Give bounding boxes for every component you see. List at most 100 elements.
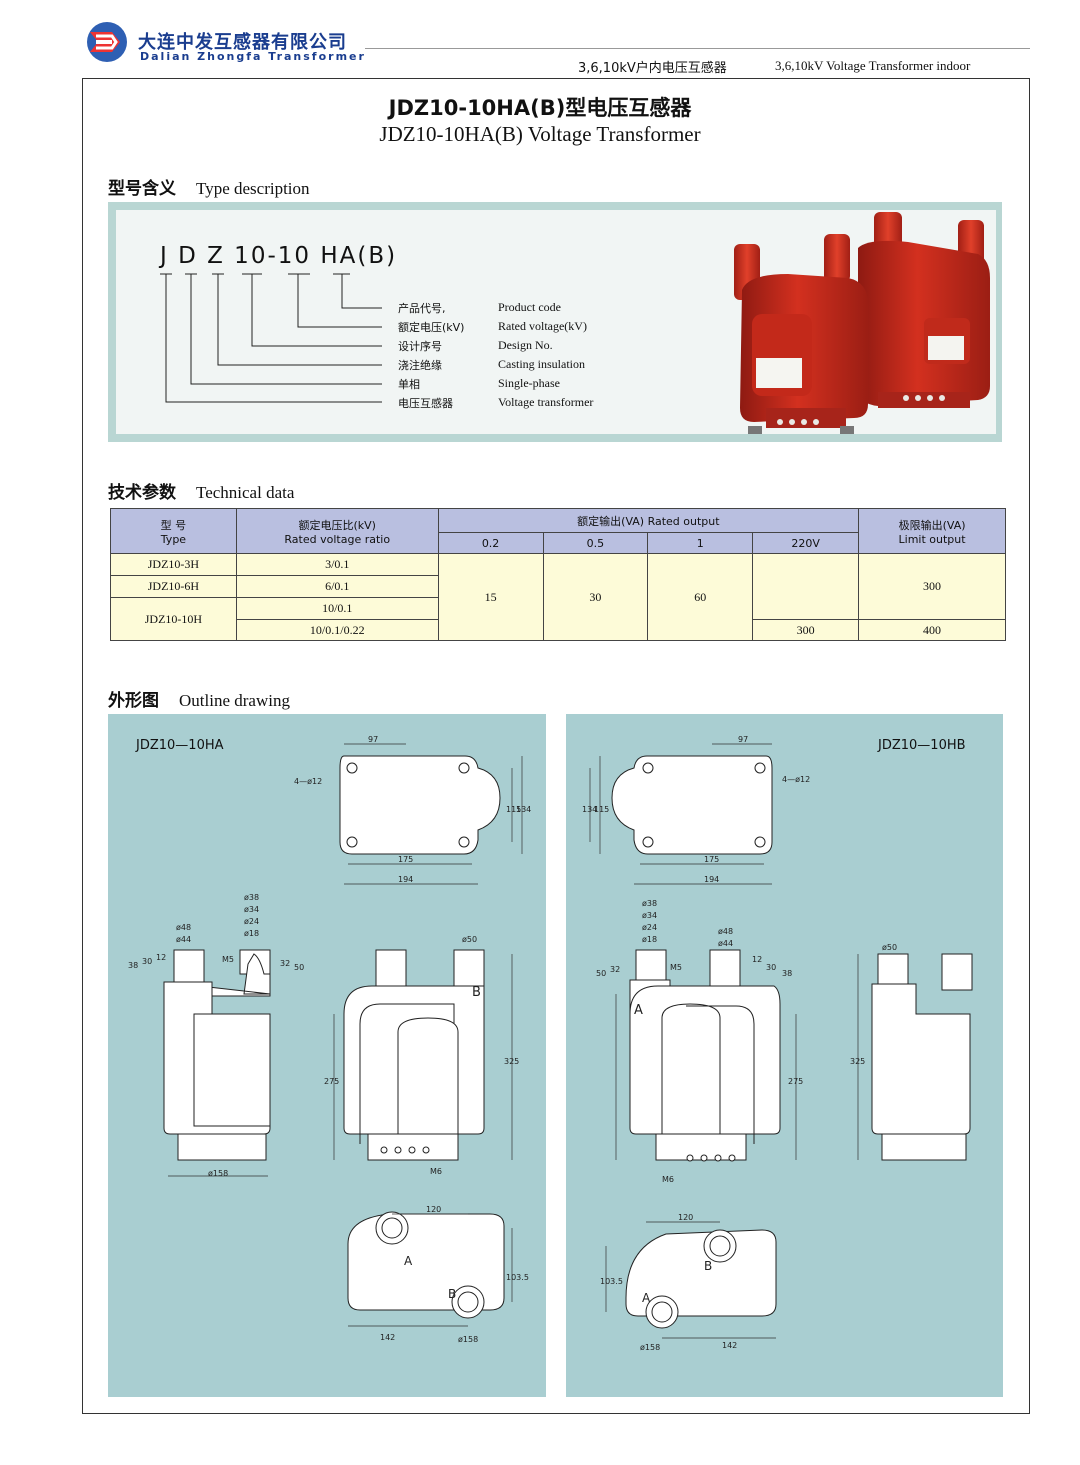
company-logo-icon [87, 22, 127, 62]
dim-115: 115 [506, 805, 521, 814]
section-technical-data: 技术参数 Technical data [108, 478, 294, 503]
table-row: 10/0.1/0.22 300 400 [111, 619, 1006, 641]
label-a: A [634, 1003, 643, 1018]
type-item-casting-insulation: 浇注绝缘 Casting insulation [398, 357, 585, 372]
type-description-list: 产品代号, Product code 额定电压(kV) Rated voltag… [398, 300, 658, 414]
dim-h30: 30 [142, 957, 152, 966]
dim-h38: 38 [782, 969, 792, 978]
dim-d44: ø44 [718, 939, 733, 948]
cell-limit-output-last: 400 [858, 619, 1006, 641]
outline-drawing-hb: 97 4—ø12 175 194 134 115 ø38 ø34 ø24 ø18… [582, 735, 973, 1352]
dim-d18: ø18 [642, 935, 657, 944]
dim-holes: 4—ø12 [782, 775, 810, 784]
dim-97: 97 [738, 735, 748, 744]
cell-output-220v: 300 [752, 619, 860, 641]
dim-h32: 32 [280, 959, 290, 968]
table-row: JDZ10-10H 10/0.1 [110, 597, 1006, 641]
dim-275: 275 [324, 1077, 339, 1086]
dim-d50: ø50 [882, 943, 897, 952]
dim-d24: ø24 [642, 923, 657, 932]
label-b-bottom: B [448, 1287, 456, 1301]
label-b: B [472, 985, 481, 1000]
dim-m5: M5 [222, 955, 234, 964]
header-class-1: 1 [647, 532, 754, 554]
cell-type: JDZ10-6H [110, 575, 237, 598]
header-ratio: 额定电压比(kV)Rated voltage ratio [235, 508, 439, 554]
dim-d48: ø48 [718, 927, 733, 936]
dim-m6: M6 [430, 1167, 442, 1176]
page-title-en: JDZ10-10HA(B) Voltage Transformer [379, 122, 701, 146]
type-item-design-no: 设计序号 Design No. [398, 338, 553, 353]
dim-d34: ø34 [244, 905, 259, 914]
dim-d50: ø50 [462, 935, 477, 944]
dim-d38: ø38 [244, 893, 259, 902]
dim-d44: ø44 [176, 935, 191, 944]
cell-output-1: 60 [647, 553, 754, 641]
dim-h50: 50 [596, 969, 606, 978]
header-limit-output: 极限输出(VA)Limit output [858, 508, 1006, 554]
dim-142: 142 [722, 1341, 737, 1350]
dim-h30: 30 [766, 963, 776, 972]
cell-ratio: 3/0.1 [235, 553, 439, 576]
cell-ratio: 10/0.1/0.22 [235, 619, 439, 641]
header-class-0-2: 0.2 [437, 532, 544, 554]
category-cn: 3,6,10kV户内电压互感器 [578, 61, 727, 76]
company-name-cn: 大连中发互感器有限公司 [138, 32, 347, 53]
section-heading-en: Technical data [196, 483, 295, 502]
product-photo-image [734, 212, 990, 434]
dim-d158-bottom: ø158 [458, 1335, 478, 1344]
dim-194: 194 [704, 875, 719, 884]
dim-d48: ø48 [176, 923, 191, 932]
label-a: A [404, 1254, 413, 1268]
cell-output-0-5: 30 [542, 553, 649, 641]
dim-d24: ø24 [244, 917, 259, 926]
type-item-rated-voltage: 额定电压(kV) Rated voltage(kV) [398, 319, 587, 334]
company-name-en: Dalian Zhongfa Transformer [140, 50, 366, 63]
section-heading-en: Type description [196, 179, 310, 198]
dim-115: 115 [594, 805, 609, 814]
cell-output-220v-empty [752, 553, 860, 620]
header-class-0-5: 0.5 [542, 532, 649, 554]
dim-325: 325 [504, 1057, 519, 1066]
drawing-label-ha: JDZ10—10HA [136, 738, 224, 753]
type-item-voltage-transformer: 电压互感器 Voltage transformer [398, 395, 594, 410]
dim-m6: M6 [662, 1175, 674, 1184]
section-heading-en: Outline drawing [179, 691, 290, 710]
dim-120: 120 [426, 1205, 441, 1214]
dim-h12: 12 [156, 953, 166, 962]
dim-d158-bottom: ø158 [640, 1343, 660, 1352]
section-heading-cn: 技术参数 [108, 483, 176, 503]
outline-panel-hb: JDZ10—10HB [566, 714, 1003, 1397]
dim-h12: 12 [752, 955, 762, 964]
cell-type: JDZ10-3H [110, 553, 237, 576]
cell-type: JDZ10-10H [110, 597, 237, 641]
section-heading-cn: 外形图 [108, 691, 159, 711]
dim-134: 134 [582, 805, 597, 814]
type-item-single-phase: 单相 Single-phase [398, 376, 560, 391]
header-class-220v: 220V [752, 532, 860, 554]
cell-limit-output: 300 [858, 553, 1006, 620]
type-item-product-code: 产品代号, Product code [398, 300, 561, 315]
dim-h50: 50 [294, 963, 304, 972]
dim-h38: 38 [128, 961, 138, 970]
page-frame [82, 78, 1030, 1414]
category-en: 3,6,10kV Voltage Transformer indoor [775, 58, 971, 73]
header-divider [365, 48, 1030, 49]
label-b-bottom: B [704, 1259, 712, 1273]
cell-output-0-2: 15 [437, 553, 544, 641]
header-rated-output: 额定输出(VA) Rated output [437, 508, 860, 533]
dim-194: 194 [398, 875, 413, 884]
dim-d38: ø38 [642, 899, 657, 908]
cell-ratio: 10/0.1 [235, 597, 439, 620]
dim-175: 175 [398, 855, 413, 864]
outline-drawing-ha: 97 4—ø12 175 194 115 134 ø38 ø34 ø24 ø18… [128, 735, 531, 1344]
table-row: JDZ10-6H 6/0.1 [110, 575, 1006, 598]
dim-142: 142 [380, 1333, 395, 1342]
dim-175: 175 [704, 855, 719, 864]
dim-325: 325 [850, 1057, 865, 1066]
model-code: J D Z 10-10 HA(B) [160, 243, 398, 269]
table-row: JDZ10-3H 3/0.1 15 30 60 300 [110, 553, 1006, 641]
